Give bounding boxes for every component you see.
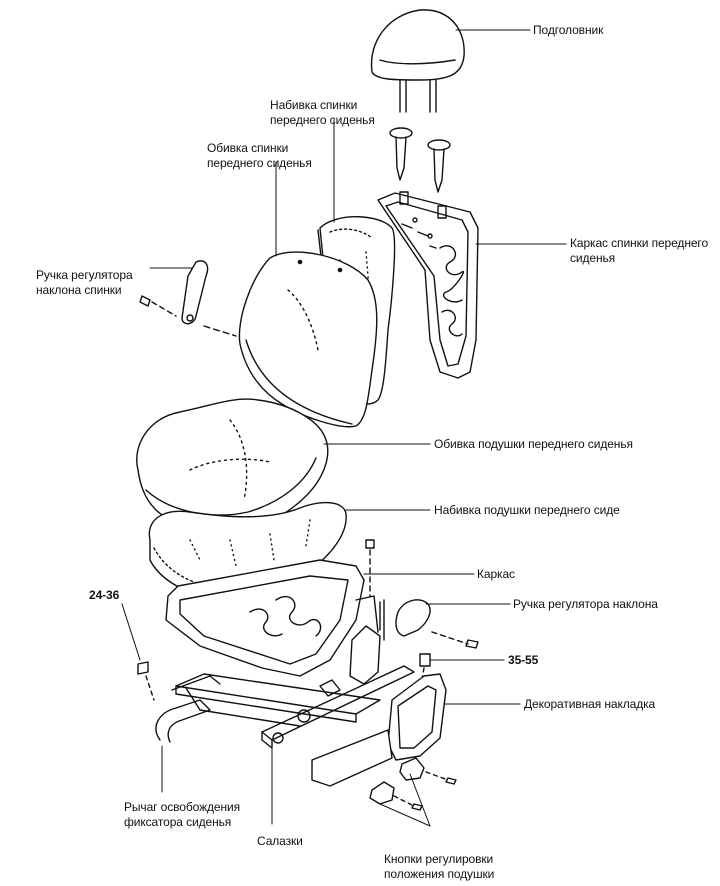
label-back-padding-line1: Набивка спинки: [270, 98, 358, 112]
label-torque-left: 24-36: [89, 588, 120, 602]
seat-back-cover-part: [238, 251, 378, 428]
label-frame: Каркас: [477, 567, 515, 581]
label-rails: Салазки: [257, 834, 303, 848]
seat-release-lever-part: [155, 675, 221, 743]
label-recline-knob-line2: наклона спинки: [36, 283, 122, 297]
label-trim-cover: Декоративная накладка: [524, 697, 656, 711]
recline-knob-part: [139, 260, 237, 337]
seat-rails-part: [175, 539, 415, 749]
leader-lines: [121, 29, 567, 827]
recline-handle-part: [395, 599, 479, 649]
label-back-frame-line1: Каркас спинки переднего: [570, 236, 709, 250]
label-cushion-cover: Обивка подушки переднего сиденья: [434, 437, 633, 451]
label-headrest: Подголовник: [533, 23, 604, 37]
label-recline-knob-line1: Ручка регулятора: [36, 268, 133, 282]
label-back-cover-line1: Обивка спинки: [207, 141, 289, 155]
cushion-knobs-part: [369, 757, 457, 811]
headrest-part: [370, 9, 465, 113]
label-recline-handle: Ручка регулятора наклона: [513, 597, 658, 611]
bolt-left-part: [137, 661, 155, 701]
headrest-guides: [389, 127, 451, 193]
seat-cushion-cover-part: [136, 398, 329, 535]
label-cushion-knobs-line1: Кнопки регулировки: [384, 852, 494, 866]
seat-frame-part: [165, 559, 365, 677]
label-cushion-knobs-line2: положения подушки: [384, 867, 495, 881]
trim-cover-part: [311, 673, 447, 787]
label-release-lever-line2: фиксатора сиденья: [124, 815, 232, 829]
label-cushion-padding: Набивка подушки переднего сиде: [434, 503, 620, 517]
label-release-lever-line1: Рычаг освобождения: [124, 800, 240, 814]
seat-back-frame-part: [377, 191, 479, 379]
label-back-cover-line2: переднего сиденья: [207, 156, 312, 170]
label-back-padding-line2: переднего сиденья: [270, 113, 375, 127]
label-back-frame-line2: сиденья: [570, 251, 616, 265]
label-torque-right: 35-55: [508, 653, 539, 667]
